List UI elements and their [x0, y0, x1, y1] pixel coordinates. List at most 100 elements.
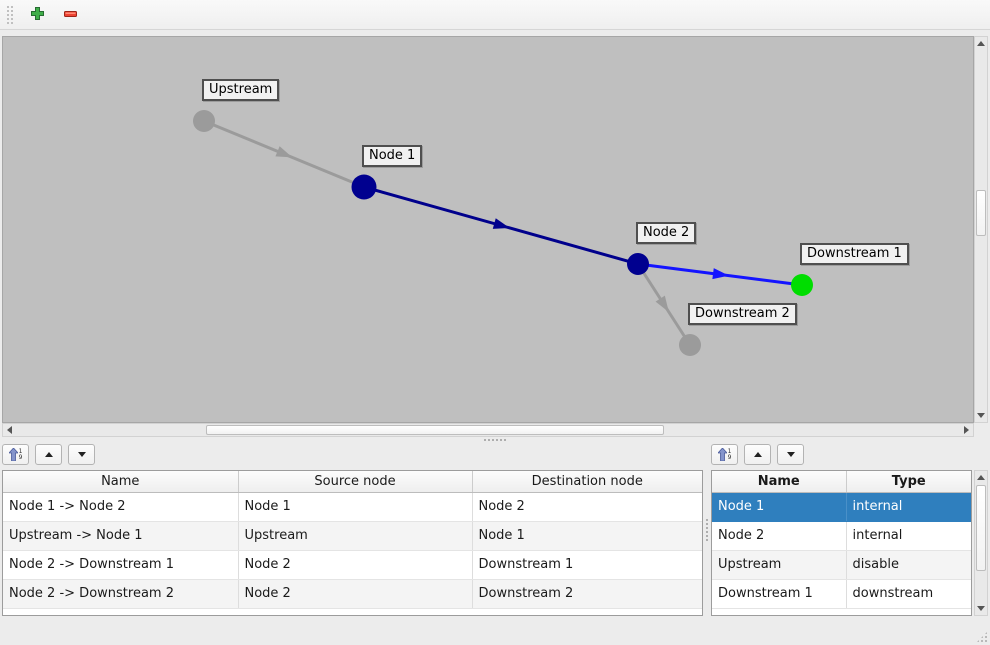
column-header[interactable]: Type [846, 471, 971, 493]
edge-arrow-icon [712, 268, 729, 280]
edge-arrow-icon [492, 218, 510, 229]
scroll-down-button[interactable] [975, 602, 987, 615]
up-arrow-icon [977, 475, 985, 480]
scroll-right-button[interactable] [960, 424, 973, 436]
scroll-down-button[interactable] [975, 409, 987, 422]
scrollbar-thumb[interactable] [976, 485, 986, 571]
node-label[interactable]: Upstream [202, 79, 280, 101]
table-cell[interactable]: Upstream -> Node 1 [3, 521, 239, 551]
scroll-up-button[interactable] [975, 471, 987, 484]
table-cell[interactable]: Downstream 1 [712, 579, 847, 609]
canvas-horizontal-scrollbar[interactable] [2, 423, 974, 437]
table-cell[interactable]: internal [846, 521, 971, 551]
nodes-move-up-button[interactable] [744, 444, 771, 465]
column-header[interactable]: Name [712, 471, 847, 493]
edge-arrow-icon [655, 295, 669, 313]
table-cell[interactable]: Upstream [712, 550, 847, 580]
add-button[interactable] [24, 3, 50, 27]
scrollbar-thumb[interactable] [976, 190, 986, 236]
node-label[interactable]: Downstream 1 [800, 243, 909, 265]
table-cell[interactable]: Node 1 [472, 521, 702, 551]
node-label[interactable]: Node 1 [362, 145, 423, 167]
scrollbar-track[interactable] [975, 484, 987, 602]
table-cell[interactable]: Node 1 [238, 492, 473, 522]
status-area [0, 616, 990, 645]
scrollbar-corner [974, 423, 988, 437]
edges-move-up-button[interactable] [35, 444, 62, 465]
up-arrow-icon [977, 41, 985, 46]
canvas-table-splitter[interactable] [0, 437, 990, 443]
left-arrow-icon [7, 426, 12, 434]
table-cell[interactable]: Node 2 -> Downstream 1 [3, 550, 239, 580]
table-cell[interactable]: internal [846, 492, 971, 522]
up-arrow-icon [44, 452, 53, 457]
scroll-up-button[interactable] [975, 37, 987, 50]
table-cell[interactable]: Downstream 2 [472, 579, 702, 609]
graph-node[interactable] [791, 274, 813, 296]
resize-grip-icon[interactable] [976, 631, 988, 643]
splitter-handle-icon [705, 517, 709, 542]
remove-button[interactable] [57, 3, 83, 27]
graph-node[interactable] [351, 174, 377, 200]
node-label[interactable]: Node 2 [636, 222, 697, 244]
up-arrow-icon [753, 452, 762, 457]
table-cell[interactable]: Downstream 1 [472, 550, 702, 580]
toolbar-grip[interactable] [6, 4, 14, 25]
edges-move-down-button[interactable] [68, 444, 95, 465]
node-label[interactable]: Downstream 2 [688, 303, 797, 325]
down-arrow-icon [786, 452, 795, 457]
down-arrow-icon [977, 606, 985, 611]
table-cell[interactable]: Upstream [238, 521, 473, 551]
table-cell[interactable]: downstream [846, 579, 971, 609]
down-arrow-icon [977, 413, 985, 418]
scrollbar-track[interactable] [975, 50, 987, 409]
scrollbar-track[interactable] [16, 424, 960, 436]
table-cell[interactable]: Node 1 [712, 492, 847, 522]
table-cell[interactable]: Node 2 [238, 579, 473, 609]
graph-node[interactable] [679, 334, 701, 356]
column-header[interactable]: Destination node [472, 471, 702, 493]
canvas-vertical-scrollbar[interactable] [974, 36, 988, 423]
scroll-left-button[interactable] [3, 424, 16, 436]
table-cell[interactable]: Node 1 -> Node 2 [3, 492, 239, 522]
table-splitter[interactable] [703, 443, 711, 616]
graph-node[interactable] [627, 253, 649, 275]
table-cell[interactable]: Node 2 [238, 550, 473, 580]
table-cell[interactable]: Node 2 [472, 492, 702, 522]
table-cell[interactable]: Node 2 -> Downstream 2 [3, 579, 239, 609]
column-header[interactable]: Name [3, 471, 239, 493]
edge-arrow-icon [275, 146, 293, 158]
nodes-table-scrollbar[interactable] [974, 470, 988, 616]
table-cell[interactable]: Node 2 [712, 521, 847, 551]
main-toolbar [0, 0, 990, 30]
graph-node[interactable] [193, 110, 215, 132]
table-cell[interactable]: disable [846, 550, 971, 580]
column-header[interactable]: Source node [238, 471, 473, 493]
plus-icon [30, 6, 45, 24]
down-arrow-icon [77, 452, 86, 457]
scrollbar-thumb[interactable] [206, 425, 664, 435]
nodes-move-down-button[interactable] [777, 444, 804, 465]
